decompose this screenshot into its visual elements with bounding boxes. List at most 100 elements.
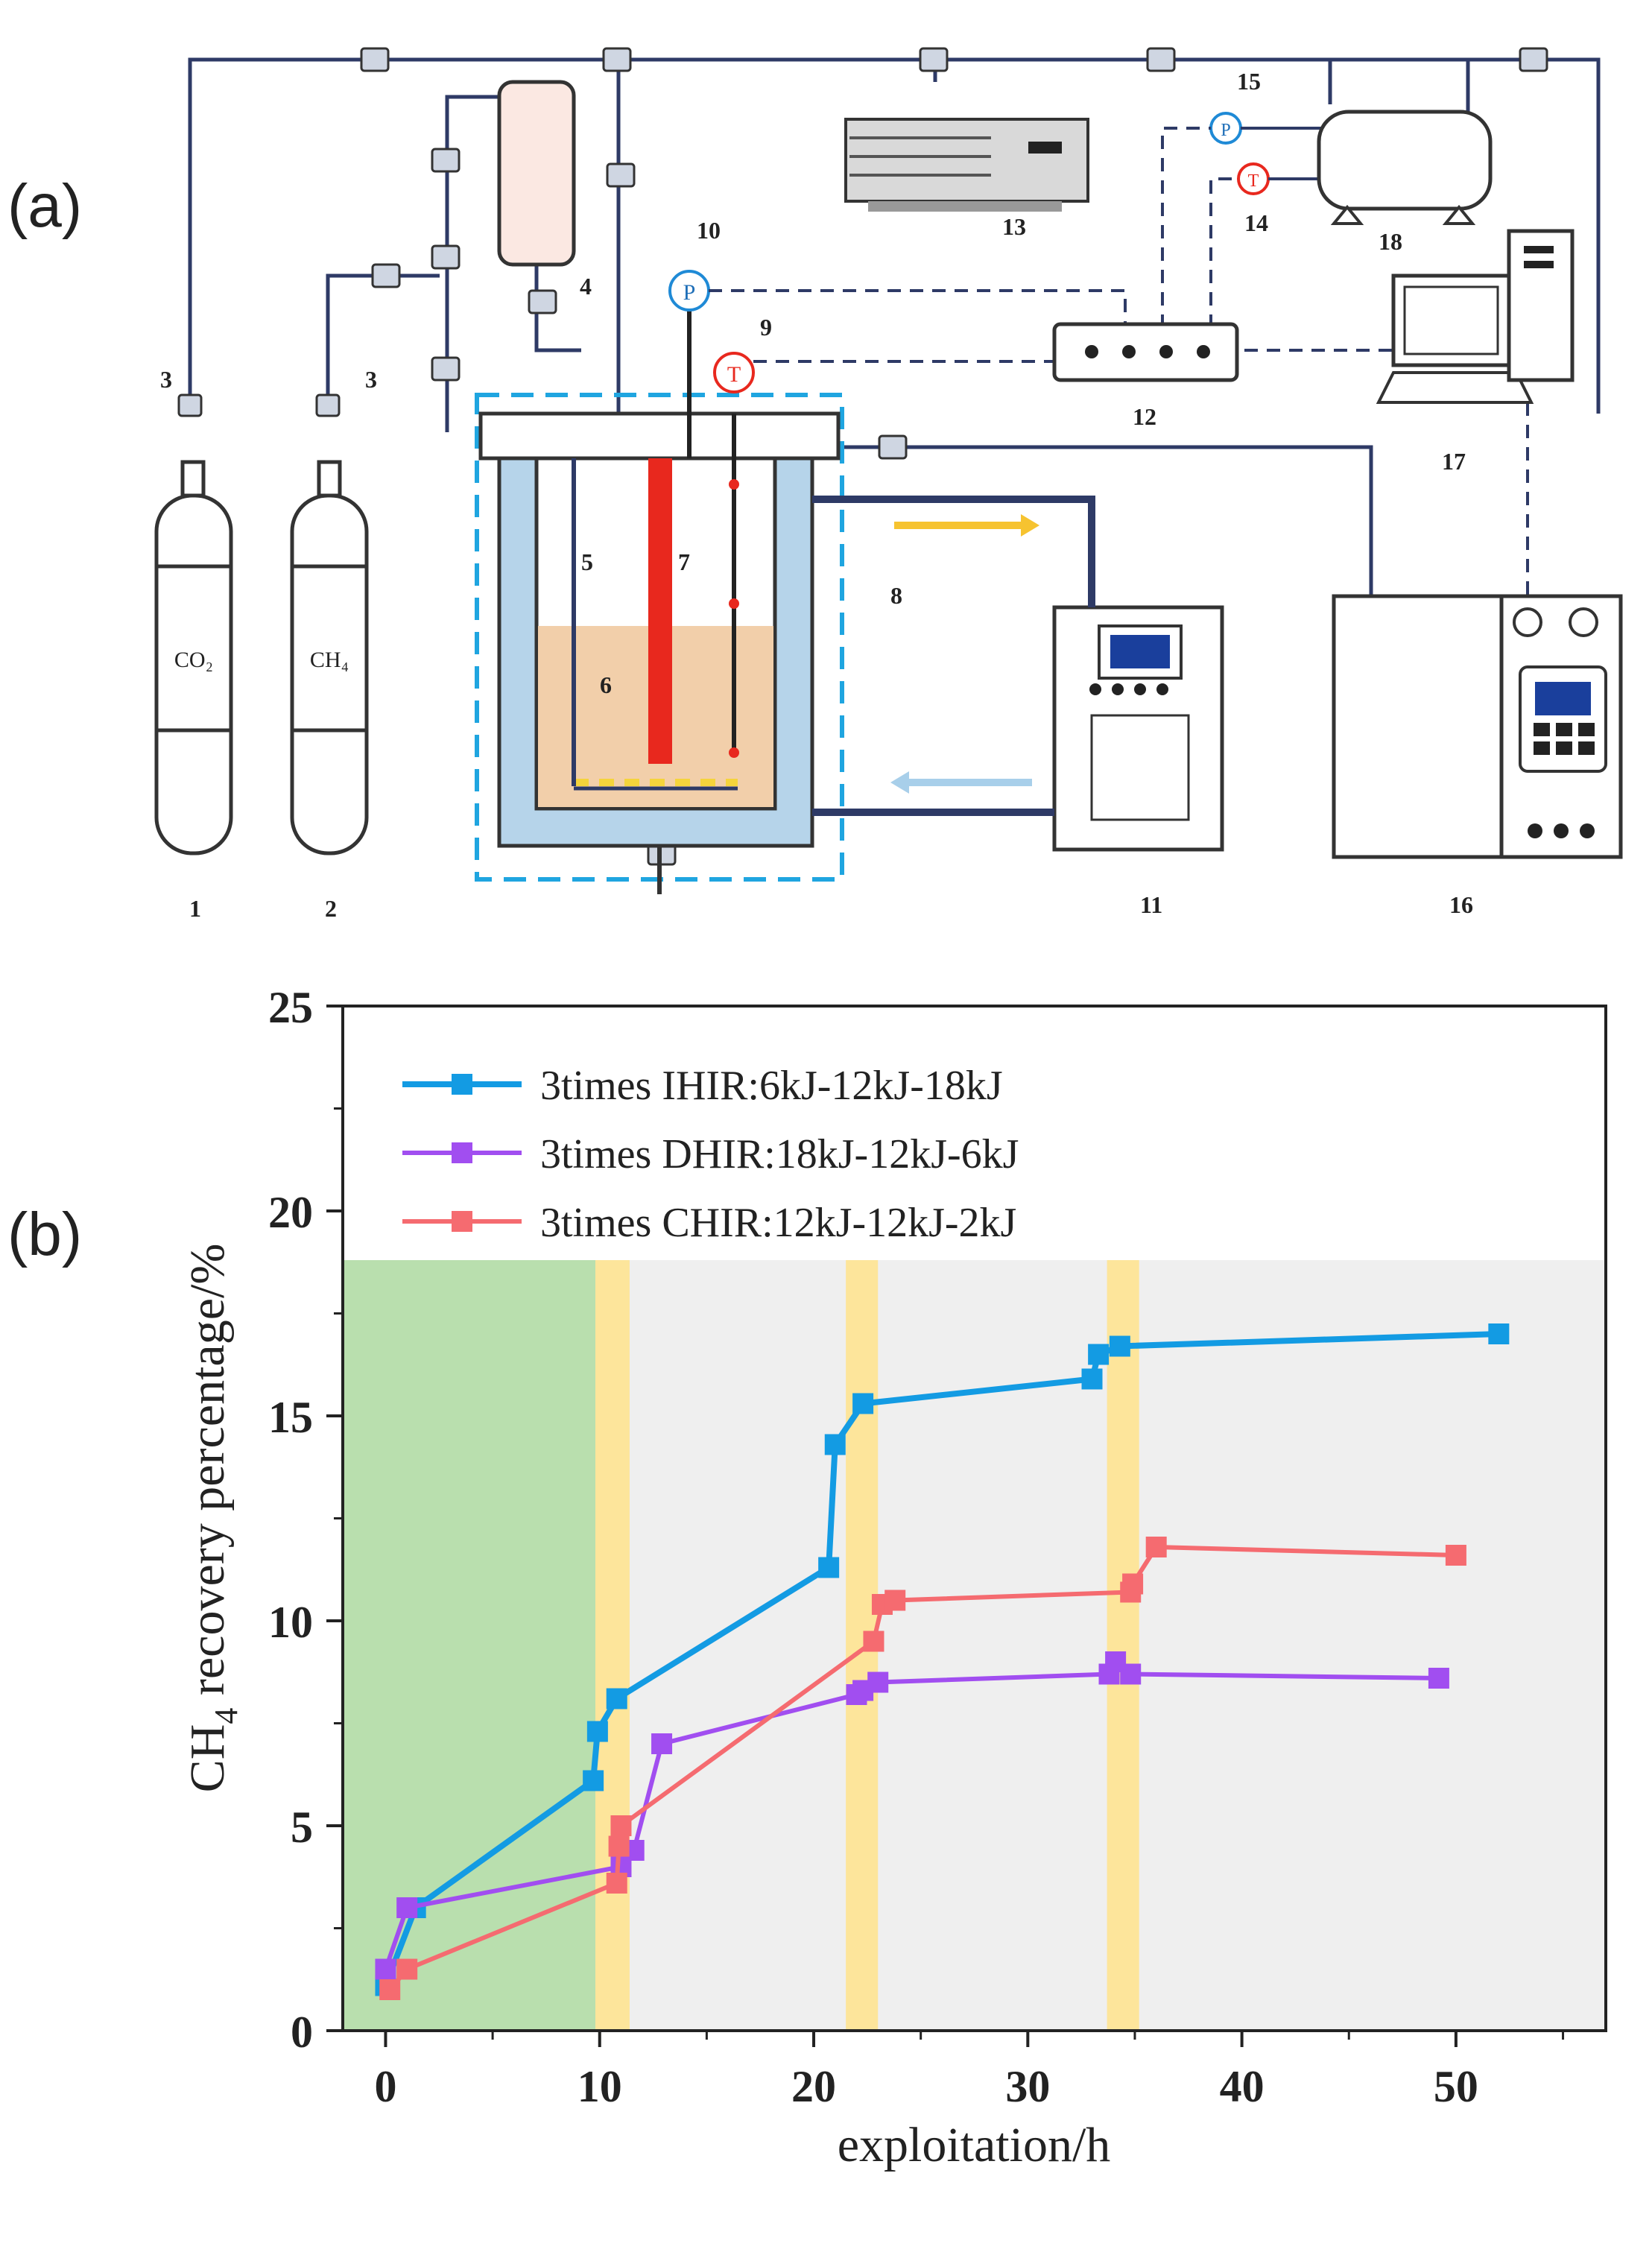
valve-icon [431, 356, 461, 382]
co2-cylinder-label: CO₂ [174, 648, 213, 672]
data-point [1445, 1545, 1466, 1566]
valve-icon [919, 47, 949, 72]
background-region [343, 1260, 595, 2031]
background-region [595, 1260, 630, 2031]
series-3 [379, 1537, 1466, 2000]
vacuum-pump [844, 118, 1089, 212]
thermostatic-bath [1052, 605, 1224, 852]
series-2 [375, 1651, 1449, 1980]
apparatus-schematic: CO₂ CH₄ P T P T [154, 47, 1623, 922]
component-label: 17 [1442, 448, 1466, 475]
x-tick-label: 20 [791, 2062, 836, 2111]
x-tick-label: 10 [577, 2062, 622, 2111]
valve-icon [360, 47, 390, 72]
data-point [867, 1671, 889, 1693]
component-label: 15 [1237, 68, 1261, 95]
temperature-point [729, 747, 739, 758]
series-1 [375, 1323, 1510, 1996]
buffer-feed-line [445, 95, 507, 432]
data-point [1109, 1335, 1130, 1357]
x-tick-label: 30 [1005, 2062, 1050, 2111]
data-point [884, 1590, 906, 1611]
legend-marker [452, 1074, 472, 1095]
y-tick-label: 25 [268, 983, 313, 1032]
data-point [1428, 1668, 1449, 1689]
x-tick-label: 50 [1434, 2062, 1478, 2111]
legend-label: 3times CHIR:12kJ-12kJ-2kJ [540, 1200, 1016, 1246]
gas-chromatograph [1332, 594, 1623, 859]
heater-rod [648, 458, 672, 764]
recovery-chart: 0 10 20 30 40 50 0 5 10 15 20 25 3times IHIR:6kJ-12… [180, 983, 1607, 2172]
data-point [863, 1631, 884, 1652]
axis-ticks: 0 10 20 30 40 50 0 5 10 15 20 25 [268, 983, 1565, 2111]
y-axis-title: CH4 recovery percentage/% [180, 1244, 244, 1793]
data-point [852, 1393, 874, 1414]
series-layer [375, 1323, 1510, 2000]
data-point [396, 1958, 418, 1980]
outlet-line [842, 445, 1373, 596]
data-point [1145, 1537, 1167, 1557]
data-point [608, 1835, 630, 1857]
y-tick-label: 20 [268, 1188, 313, 1237]
reactor-lid [478, 411, 841, 461]
data-acquisition-unit [1052, 322, 1239, 382]
component-label: 12 [1133, 403, 1156, 430]
buffer-tank [497, 80, 576, 267]
component-label: 3 [365, 366, 377, 393]
component-label: 9 [760, 314, 772, 341]
component-label: 11 [1140, 891, 1162, 918]
y-tick-label: 15 [268, 1393, 313, 1442]
data-point [1088, 1344, 1110, 1365]
data-point [375, 1958, 396, 1980]
background-regions [343, 1260, 1606, 2031]
gas-collection-tank [1317, 110, 1493, 225]
pressure-sensor-label: P [1221, 121, 1230, 140]
data-point [818, 1557, 840, 1578]
x-tick-label: 40 [1220, 2062, 1265, 2111]
component-label: 6 [600, 671, 612, 698]
computer [1376, 229, 1575, 404]
data-point [606, 1873, 627, 1894]
pressure-sensor-label: P [683, 280, 696, 305]
component-label: 3 [160, 366, 172, 393]
valve-icon [1519, 47, 1548, 72]
y-tick-label: 5 [291, 1803, 313, 1852]
temperature-sensor-9: T [713, 352, 755, 393]
data-point [586, 1721, 608, 1742]
valve-icon [431, 148, 461, 173]
component-label: 18 [1379, 228, 1402, 255]
ch4-cylinder-label: CH₄ [310, 648, 349, 672]
pressure-sensor-15: P [1209, 112, 1242, 145]
data-point [1122, 1573, 1144, 1595]
temperature-sensor-label: T [1248, 171, 1259, 191]
valve-icon [602, 47, 632, 72]
data-point [651, 1733, 673, 1754]
data-point [583, 1770, 604, 1791]
valve-icon [1146, 47, 1176, 72]
valve-icon [528, 289, 557, 314]
component-label: 14 [1244, 209, 1268, 236]
valve-icon [606, 162, 636, 188]
data-point [1081, 1368, 1103, 1390]
valves [177, 47, 1548, 866]
data-point [610, 1815, 632, 1836]
component-label: 2 [325, 895, 337, 922]
legend-marker [452, 1142, 472, 1163]
x-tick-label: 0 [374, 2062, 396, 2111]
legend-label: 3times IHIR:6kJ-12kJ-18kJ [540, 1063, 1003, 1109]
data-point [1488, 1323, 1510, 1344]
ch4-feed-line [326, 273, 440, 414]
data-point [824, 1434, 846, 1455]
valve-icon [371, 263, 401, 288]
data-point [379, 1979, 401, 2000]
data-point [1120, 1663, 1142, 1685]
component-label: 10 [697, 217, 721, 244]
y-tick-label: 10 [268, 1598, 313, 1647]
co2-cylinder [154, 460, 233, 855]
valve-icon [315, 393, 341, 417]
y-tick-label: 0 [291, 2008, 313, 2057]
data-point [606, 1688, 627, 1709]
component-label: 4 [580, 273, 592, 300]
valve-icon [431, 244, 461, 270]
